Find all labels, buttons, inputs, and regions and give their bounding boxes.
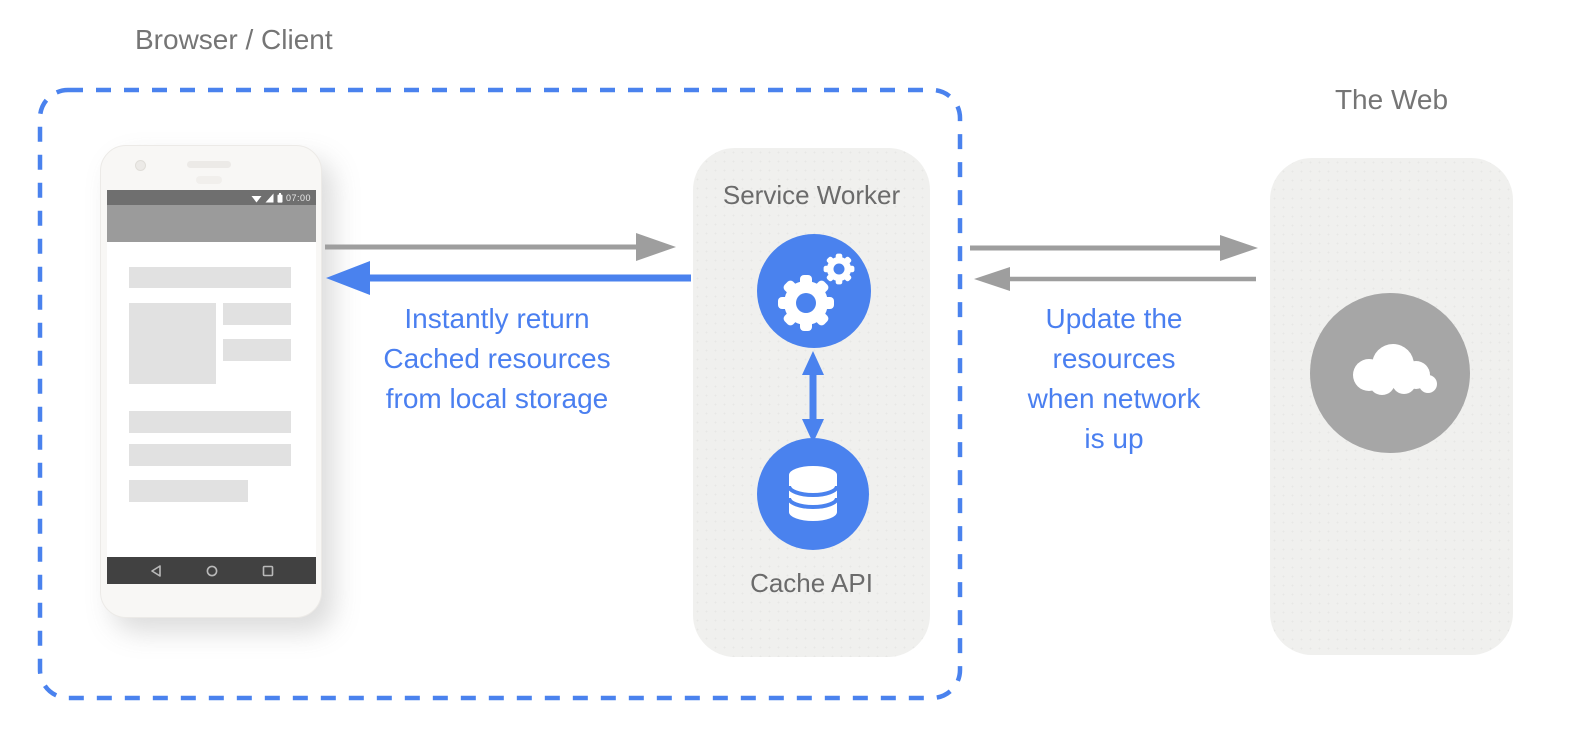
battery-icon	[277, 192, 283, 203]
caption-line: Instantly return	[404, 303, 590, 334]
phone-nav-bar	[107, 557, 316, 584]
gears-icon	[757, 234, 871, 348]
content-placeholder	[129, 444, 291, 466]
caption-line: Update the	[1045, 303, 1183, 334]
sw-cache-arrow	[802, 351, 824, 443]
home-icon	[206, 565, 217, 576]
the-web-box	[1270, 158, 1513, 655]
back-icon	[150, 564, 161, 577]
content-placeholder	[129, 480, 248, 502]
caption-update-resources: Update the resources when network is up	[983, 299, 1245, 459]
phone-mockup: 07:00	[100, 145, 322, 618]
status-time: 07:00	[285, 192, 311, 203]
browser-client-label: Browser / Client	[135, 24, 333, 55]
caption-line: resources	[1052, 343, 1176, 374]
caption-line: is up	[1084, 423, 1144, 454]
phone-camera-icon	[135, 160, 146, 171]
phone-speaker	[187, 161, 231, 168]
content-placeholder	[129, 411, 291, 433]
content-placeholder	[129, 267, 291, 288]
cache-api-label: Cache API	[750, 568, 873, 598]
signal-icon	[265, 193, 274, 202]
content-placeholder	[129, 303, 216, 384]
service-worker-box: Service Worker	[693, 148, 930, 657]
content-placeholder	[223, 303, 291, 325]
phone-mic	[196, 176, 222, 184]
database-icon	[757, 438, 869, 550]
caption-line: Cached resources	[383, 343, 611, 374]
phone-status-bar: 07:00	[107, 190, 316, 205]
phone-screen: 07:00	[107, 190, 316, 584]
caption-line: when network	[1027, 383, 1201, 414]
recents-icon	[262, 565, 273, 576]
wifi-icon	[251, 195, 262, 202]
arrow-web-to-sw	[974, 267, 1256, 291]
caption-instant-return: Instantly return Cached resources from l…	[337, 299, 657, 419]
arrow-sw-to-web	[970, 235, 1258, 261]
phone-app-bar	[107, 205, 316, 242]
the-web-label: The Web	[1334, 84, 1449, 115]
cloud-icon	[1310, 293, 1470, 453]
caption-line: from local storage	[385, 383, 609, 414]
service-worker-title: Service Worker	[722, 180, 901, 210]
arrow-phone-to-sw	[325, 233, 676, 261]
content-placeholder	[223, 339, 291, 361]
arrow-sw-to-phone	[326, 261, 691, 295]
